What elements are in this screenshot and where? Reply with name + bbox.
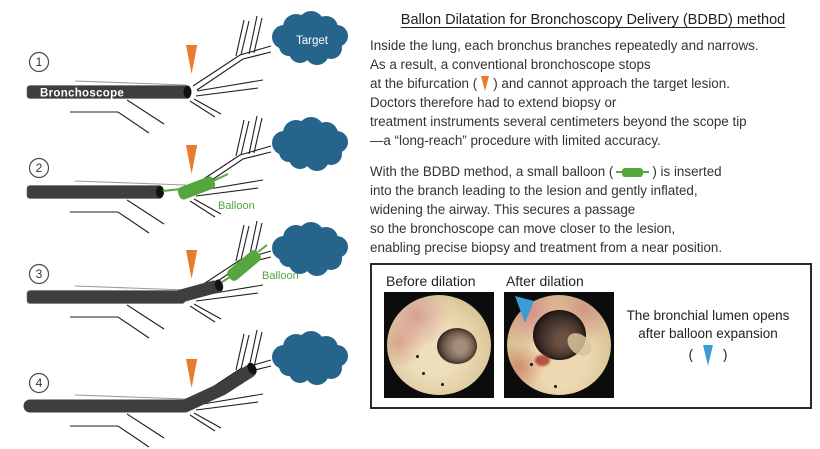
after-column: After dilation <box>504 273 614 398</box>
balloon-catheter-tip-step3 <box>257 244 268 253</box>
balloon-catheter-step3 <box>221 276 231 283</box>
balloon-label-step3: Balloon <box>262 270 299 282</box>
p1-line3b: ) and cannot approach the target lesion. <box>493 76 730 91</box>
p2-line4: so the bronchoscope can move closer to t… <box>370 221 676 236</box>
p1-line3a: at the bifurcation ( <box>370 76 478 91</box>
step2-number: 2 <box>36 161 43 175</box>
dilation-photo-panel: Before dilation After dilation <box>370 263 812 409</box>
photo-caption: The bronchial lumen opens after balloon … <box>614 273 802 407</box>
caption-line2: after balloon expansion <box>638 325 778 341</box>
lesion-cloud-step3 <box>272 222 348 276</box>
scope-tip-step2 <box>156 185 164 199</box>
scope-tip-step1 <box>183 85 192 99</box>
step2-circle <box>28 157 50 179</box>
caption-arrow-row: () <box>688 344 728 366</box>
bronchoscope-bend-step3 <box>174 280 221 303</box>
after-dilation-label: After dilation <box>506 273 584 289</box>
p2-line1a: With the BDBD method, a small balloon ( <box>370 164 614 179</box>
target-label: Target <box>296 35 329 47</box>
paren-open: ( <box>688 347 694 362</box>
p1-line4: Doctors therefore had to extend biopsy o… <box>370 95 617 110</box>
paragraph-problem: Inside the lung, each bronchus branches … <box>370 36 816 150</box>
page-title: Ballon Dilatation for Bronchoscopy Deliv… <box>400 12 786 28</box>
bronchial-lumen-before <box>436 328 477 364</box>
bifurcation-arrow-step3 <box>186 250 198 279</box>
bifurcation-arrow-step2 <box>186 145 198 174</box>
lesion-cloud-step4 <box>272 331 348 385</box>
step1-number: 1 <box>36 55 43 69</box>
before-column: Before dilation <box>384 273 494 398</box>
balloon-step3 <box>227 250 261 281</box>
balloon-icon <box>616 167 650 177</box>
p2-line5: enabling precise biopsy and treatment fr… <box>370 240 723 255</box>
p2-line2: into the branch leading to the lesion an… <box>370 183 698 198</box>
paragraph-method: With the BDBD method, a small balloon ()… <box>370 162 816 257</box>
bronchial-tree-step2 <box>69 115 272 234</box>
lumen-pointer-arrow-icon <box>515 296 534 323</box>
step4-number: 4 <box>36 376 43 390</box>
p1-line6: —a “long-reach” procedure with limited a… <box>370 133 661 148</box>
paren-close: ) <box>723 347 728 362</box>
bifurcation-arrow-step1 <box>186 45 198 74</box>
bronchoscope-step2 <box>26 185 163 199</box>
scope-tip-step3 <box>214 279 224 292</box>
after-dilation-photo <box>504 292 614 398</box>
step4-circle <box>28 372 50 394</box>
bronchial-tree-step3 <box>69 220 272 339</box>
step3-number: 3 <box>36 267 43 281</box>
p2-line3: widening the airway. This secures a pass… <box>370 202 636 217</box>
balloon-step2 <box>177 176 216 200</box>
mucosa-red-patch <box>535 355 551 366</box>
balloon-catheter-tip-step2 <box>212 173 229 182</box>
scope-tip-step4 <box>247 362 257 375</box>
bifurcation-arrow-icon <box>481 76 490 91</box>
endoscope-view-after <box>507 295 611 395</box>
p1-line2: As a result, a conventional bronchoscope… <box>370 57 651 72</box>
caption-line1: The bronchial lumen opens <box>626 307 790 323</box>
before-dilation-photo <box>384 292 494 398</box>
bifurcation-arrow-step4 <box>186 359 198 388</box>
lesion-cloud-step2 <box>272 117 348 171</box>
balloon-label-step2: Balloon <box>218 200 255 212</box>
step-diagram: Target Bronchoscope Balloon Balloon 1 2 <box>23 11 348 448</box>
balloon-catheter-step2 <box>162 188 182 192</box>
p2-line1b: ) is inserted <box>652 164 722 179</box>
p1-line1: Inside the lung, each bronchus branches … <box>370 38 759 53</box>
bronchial-tree-step4 <box>69 329 272 448</box>
endoscope-view-before <box>387 295 491 395</box>
lumen-arrow-icon <box>703 344 713 366</box>
bronchoscope-step4 <box>23 364 257 413</box>
bronchoscope-step3 <box>26 290 186 304</box>
before-dilation-label: Before dilation <box>386 273 476 289</box>
bronchoscope-label: Bronchoscope <box>40 88 124 100</box>
p1-line5: treatment instruments several centimeter… <box>370 114 747 129</box>
step3-circle <box>28 263 50 285</box>
bronchial-tree-step1 <box>69 15 272 134</box>
explanation-column: Ballon Dilatation for Bronchoscopy Deliv… <box>370 0 816 409</box>
step1-circle <box>28 51 50 73</box>
